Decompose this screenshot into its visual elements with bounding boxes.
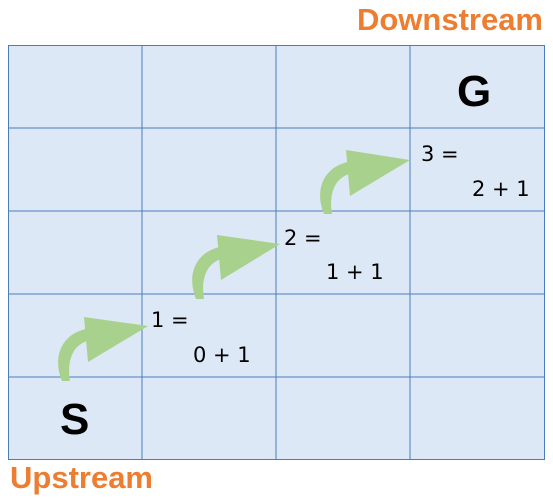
step-2-line2: 1 + 1 — [326, 260, 384, 284]
step-1-line1: 1 = — [151, 308, 189, 332]
step-arrow-2 — [192, 235, 280, 299]
downstream-label: Downstream — [356, 2, 543, 37]
grid-lines — [8, 45, 545, 460]
goal-symbol: G — [457, 67, 492, 116]
grid — [8, 45, 545, 460]
step-1-line2: 0 + 1 — [193, 343, 251, 367]
upstream-label: Upstream — [10, 460, 153, 495]
start-symbol: S — [60, 395, 90, 444]
step-arrow-1 — [58, 317, 148, 381]
step-3-line2: 2 + 1 — [472, 177, 530, 201]
step-3-line1: 3 = — [421, 142, 459, 166]
step-2-line1: 2 = — [284, 226, 322, 250]
step-arrow-3 — [320, 150, 410, 214]
